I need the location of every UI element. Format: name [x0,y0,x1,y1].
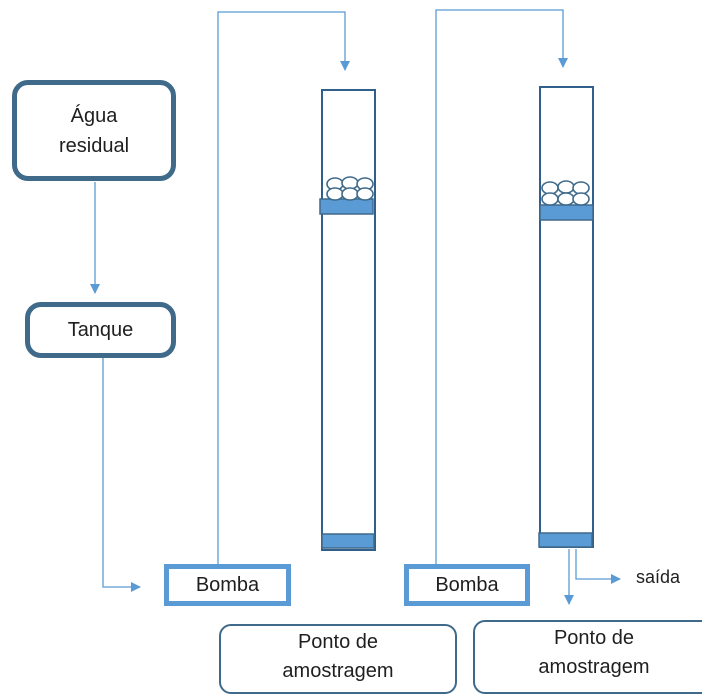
column-2-top-plate [539,204,594,221]
column-2-tube [539,86,594,548]
wastewater-node: Água residual [12,80,176,181]
outlet-label: saída [636,567,681,587]
arrow-tank-to-pump-1 [102,335,141,592]
sampling-point-1-label: Ponto de amostragem [282,631,394,682]
pump-2-node: Bomba [404,564,530,606]
sampling-point-2-node: Ponto de amostragem [473,620,702,694]
pump-1-node: Bomba [164,564,291,606]
pump-2-label: Bomba [435,573,499,596]
pump-1-label: Bomba [195,573,260,596]
arrow-pump-1-to-column-1 [217,11,350,565]
arrow-pump-2-to-column-2 [435,9,568,565]
column-2-bottom-plate [538,532,593,548]
column-1-tube [321,89,376,551]
arrow-column-2-to-outlet [575,549,621,584]
tank-node: Tanque [25,302,176,358]
tank-label: Tanque [67,319,134,341]
column-1-bottom-plate [321,533,375,549]
column-2-packing-media [541,180,590,206]
sampling-point-1-node: Ponto de amostragem [219,624,457,694]
wastewater-label: Água residual [58,104,130,157]
column-1-packing-media [326,176,374,201]
column-1-top-plate [319,198,374,215]
reactor-column-1 [319,89,376,551]
reactor-column-2 [538,86,594,548]
sampling-point-2-label: Ponto de amostragem [538,627,650,678]
